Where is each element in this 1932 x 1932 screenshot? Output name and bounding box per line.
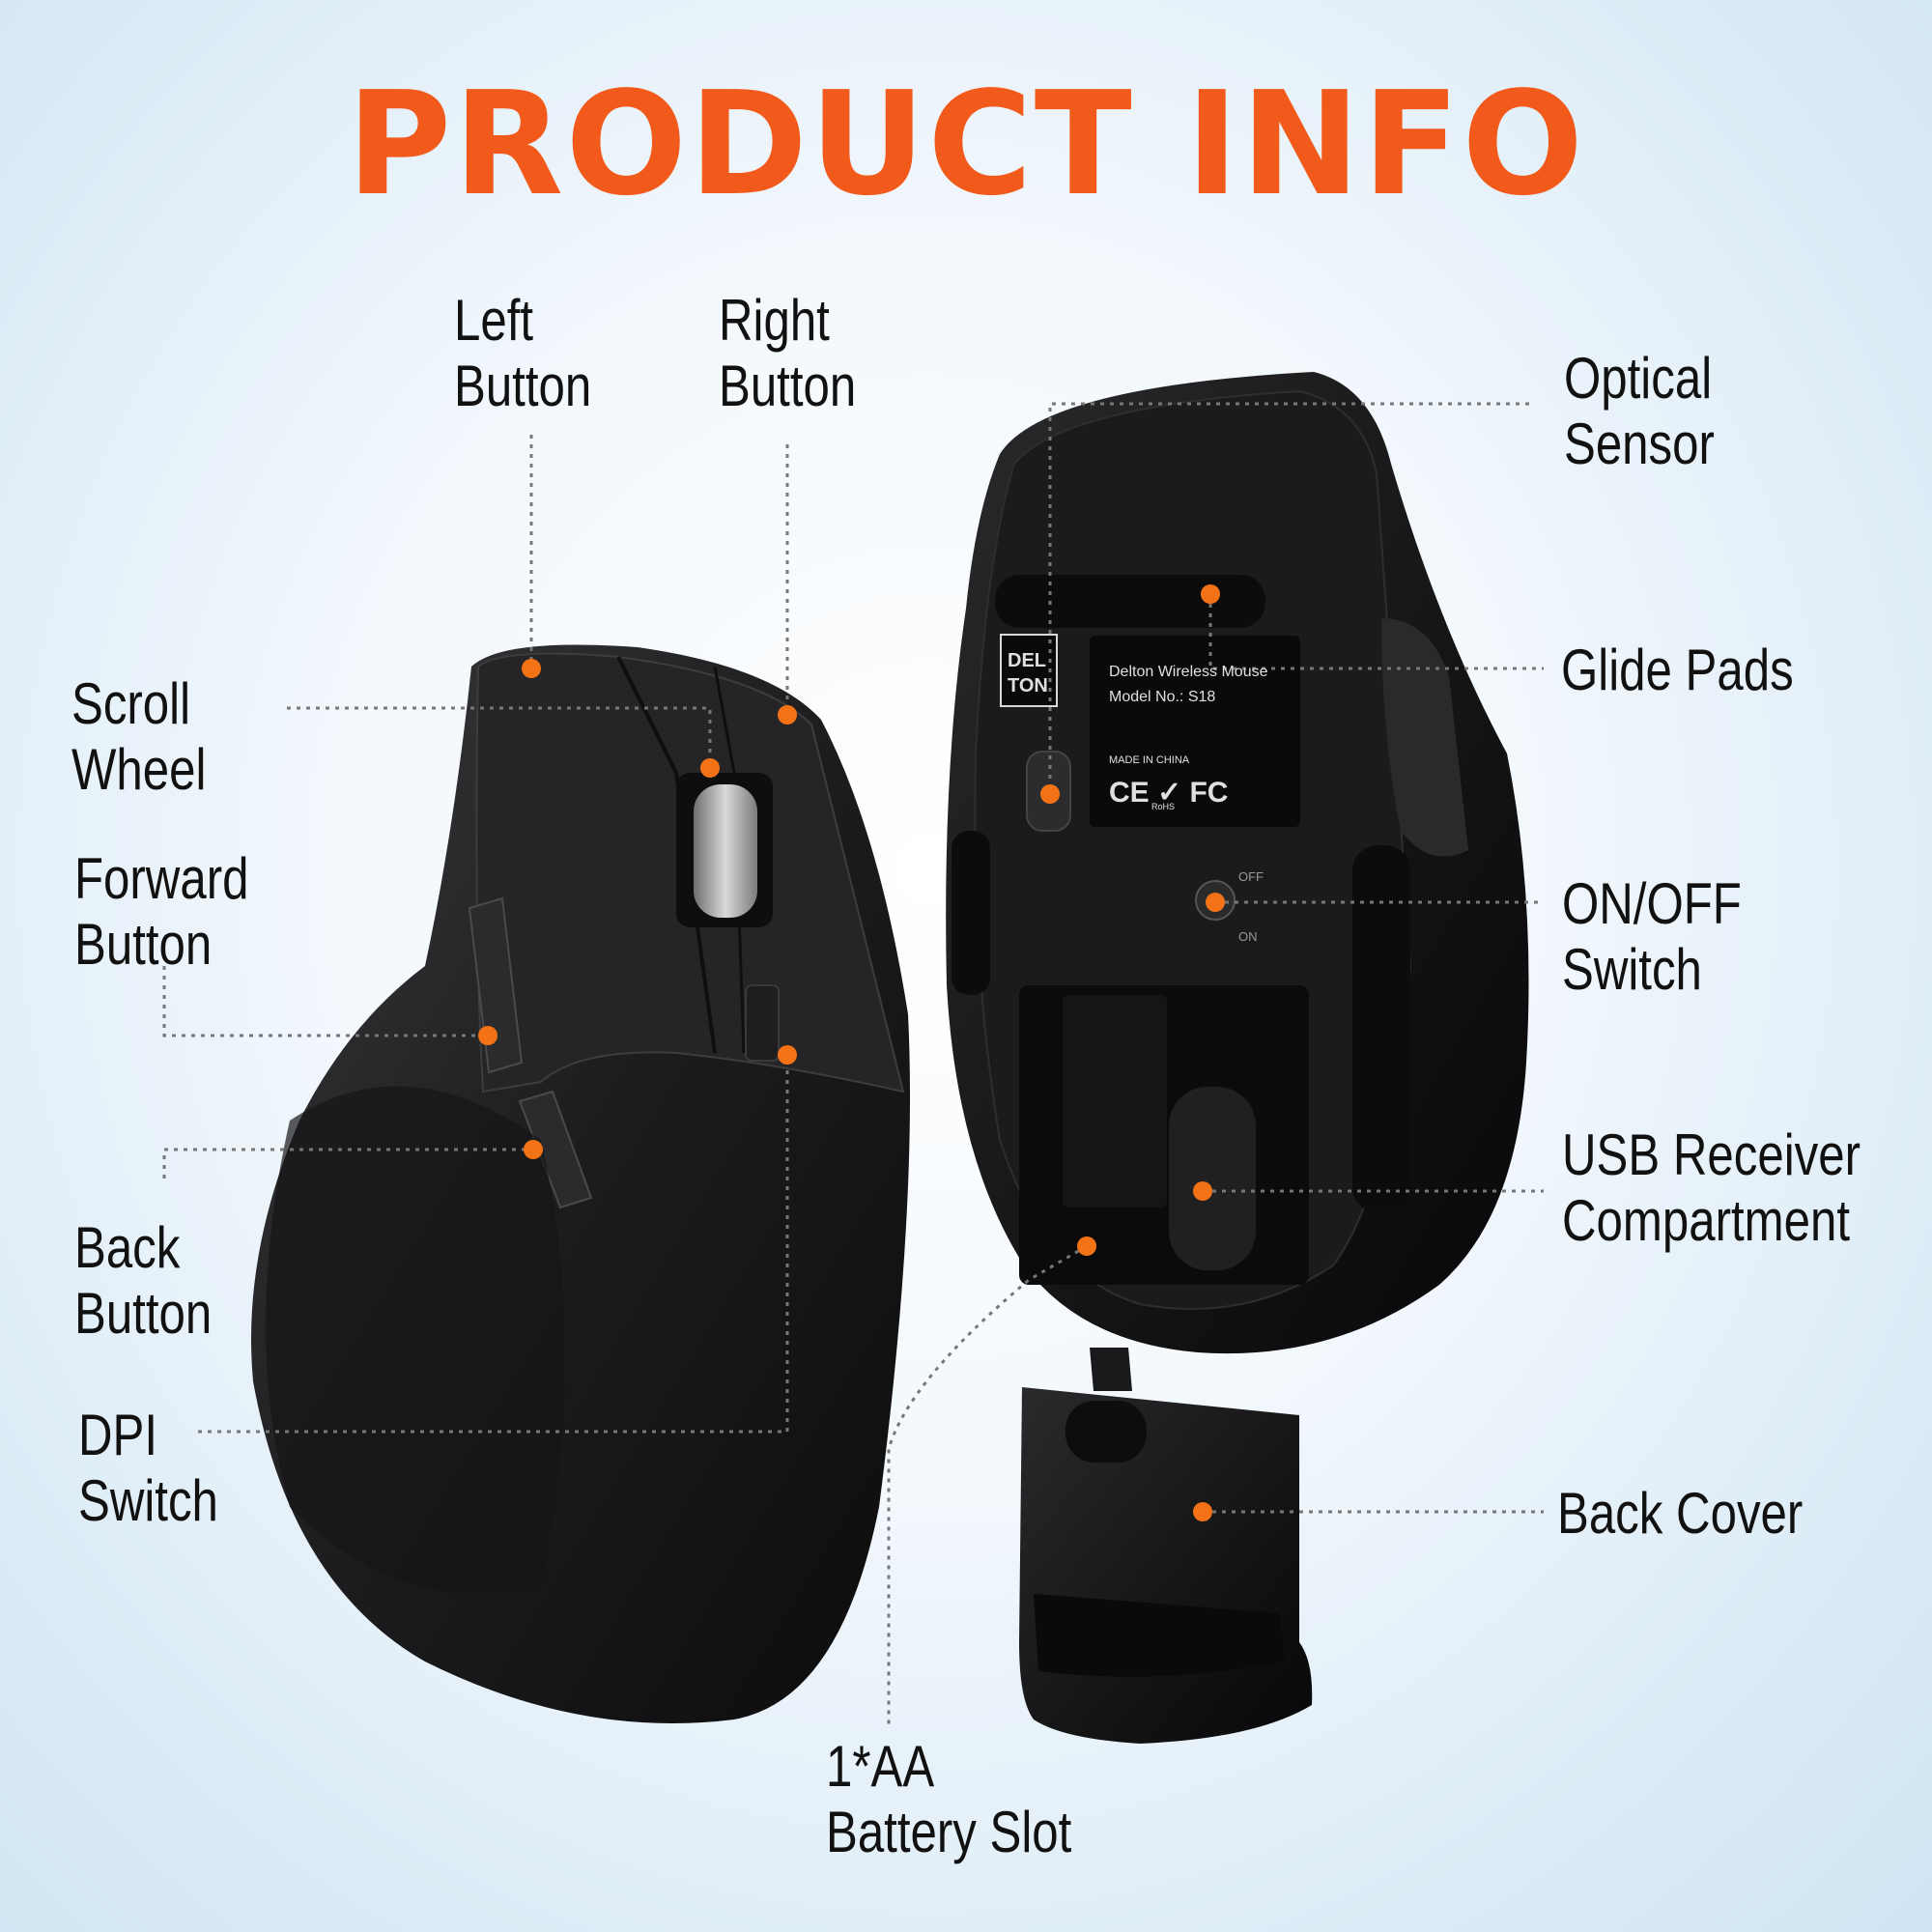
product-label-plate <box>1090 636 1300 827</box>
label-back-cover: Back Cover <box>1557 1481 1804 1546</box>
mouse-top-view <box>251 644 910 1723</box>
dot-right-button <box>778 705 797 724</box>
left-button-seam <box>616 656 717 1054</box>
forward-button <box>468 896 524 1074</box>
leader-back-button <box>162 1148 533 1179</box>
label-brand-line: Delton Wireless Mouse <box>1109 664 1268 680</box>
label-scroll-wheel: Scroll Wheel <box>71 671 207 802</box>
glide-pad-top <box>995 575 1265 628</box>
scroll-wheel <box>694 784 757 918</box>
dot-on-off <box>1206 893 1225 912</box>
mouse-bottom-view <box>946 372 1529 1354</box>
label-rohs: RoHS <box>1151 802 1175 811</box>
label-right-button: Right Button <box>719 288 857 418</box>
logo-line-1: DEL <box>1008 650 1046 671</box>
back-cover-latch <box>1065 1401 1147 1463</box>
logo-line-2: TON <box>1008 675 1048 696</box>
label-battery-slot: 1*AA Battery Slot <box>826 1734 1072 1864</box>
back-cover-body <box>1019 1387 1313 1744</box>
dpi-switch-button <box>745 984 780 1062</box>
label-forward-button: Forward Button <box>74 846 249 977</box>
usb-receiver-slot <box>1169 1087 1256 1270</box>
label-optical-sensor: Optical Sensor <box>1564 346 1715 476</box>
page-title: PRODUCT INFO <box>346 61 1586 227</box>
switch-on-label: ON <box>1238 929 1258 944</box>
glide-pad-right <box>1352 845 1410 1212</box>
brand-logo-box <box>1000 634 1058 707</box>
label-on-off-switch: ON/OFF Switch <box>1562 871 1742 1002</box>
dot-battery <box>1077 1236 1096 1256</box>
dot-optical-sensor <box>1040 784 1060 804</box>
dot-forward-button <box>478 1026 497 1045</box>
label-glide-pads: Glide Pads <box>1561 638 1794 702</box>
callout-dots <box>478 584 1225 1521</box>
side-grip <box>1381 618 1468 857</box>
dot-back-cover <box>1193 1502 1212 1521</box>
dot-back-button <box>524 1140 543 1159</box>
dot-glide-pads <box>1201 584 1220 604</box>
label-dpi-switch: DPI Switch <box>78 1403 218 1533</box>
label-back-button: Back Button <box>74 1215 213 1346</box>
dot-scroll-wheel <box>700 758 720 778</box>
leader-lines <box>162 402 1544 1724</box>
leader-forward-button <box>162 966 488 1037</box>
switch-off-label: OFF <box>1238 869 1264 884</box>
glide-pad-left <box>952 831 990 995</box>
label-model-line: Model No.: S18 <box>1109 689 1215 705</box>
aa-battery-slot <box>1063 995 1167 1208</box>
product-small-print: DEL TON Delton Wireless Mouse Model No.:… <box>1008 650 1268 944</box>
back-cover-part <box>1019 1348 1313 1744</box>
back-cover-pad <box>1034 1594 1285 1677</box>
dot-usb-receiver <box>1193 1181 1212 1201</box>
label-cert-marks: CE ✓ FC <box>1109 777 1228 809</box>
label-left-button: Left Button <box>454 288 592 418</box>
dot-dpi-switch <box>778 1045 797 1065</box>
thumb-rest-shade <box>266 1086 565 1594</box>
dot-left-button <box>522 659 541 678</box>
label-origin-line: MADE IN CHINA <box>1109 754 1190 766</box>
leader-dpi-switch <box>198 1055 789 1434</box>
back-cover-tab <box>1090 1348 1132 1391</box>
label-usb-receiver: USB Receiver Compartment <box>1562 1122 1861 1253</box>
